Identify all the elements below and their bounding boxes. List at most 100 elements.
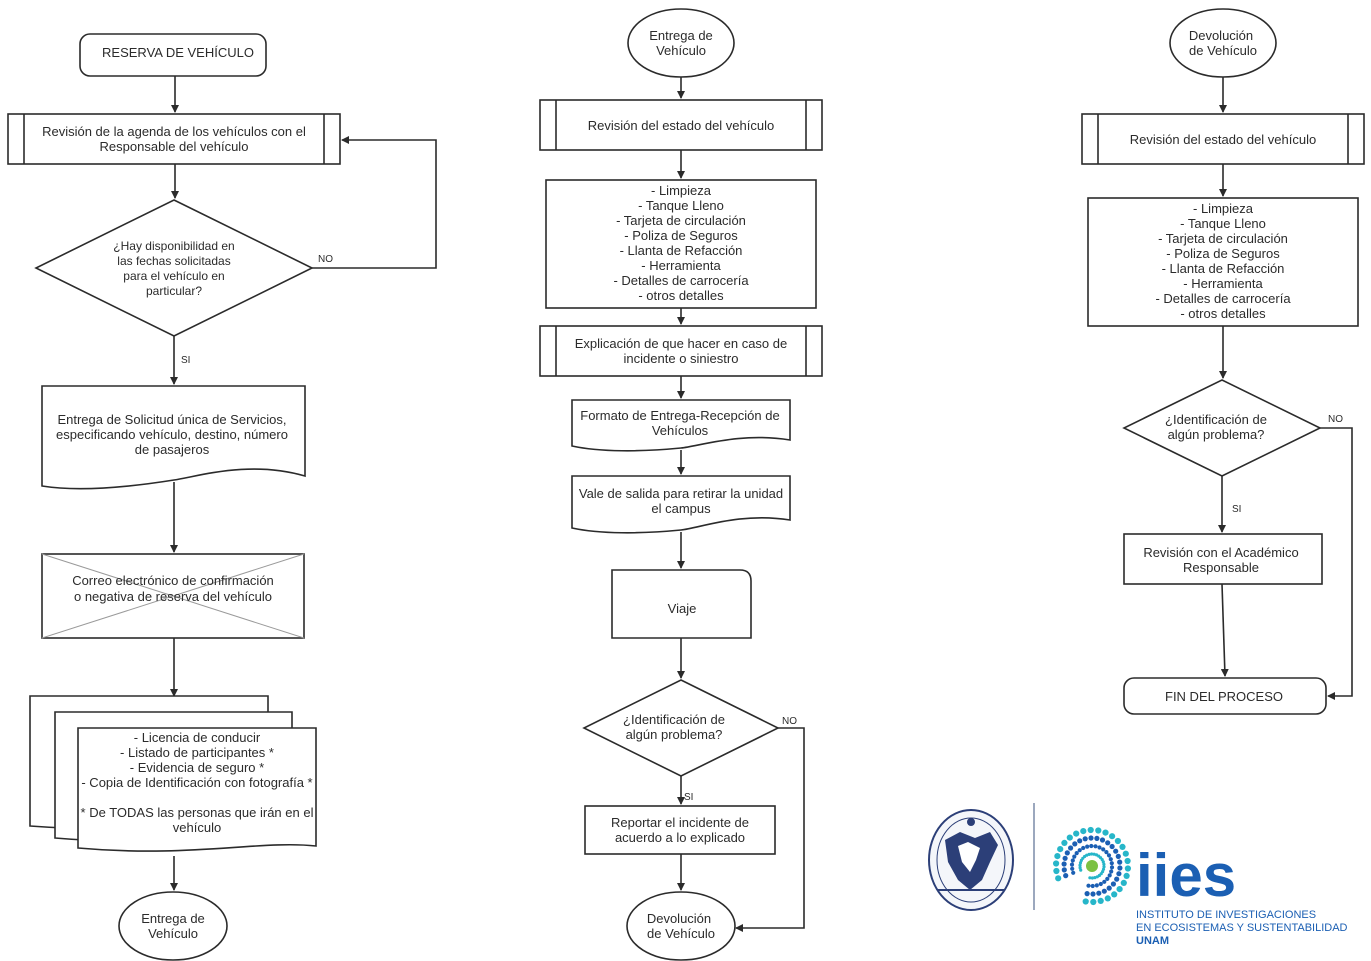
iies-burst-dot xyxy=(1070,858,1075,863)
iies-burst-dot xyxy=(1109,865,1115,870)
col3-check-5: - Llanta de Refacción xyxy=(1162,261,1285,276)
col1-start-terminator: RESERVA DE VEHÍCULO xyxy=(79,33,267,77)
iies-burst-dot xyxy=(1097,897,1104,905)
col2-decision-line2: algún problema? xyxy=(626,727,723,742)
iies-burst-dot xyxy=(1114,837,1121,845)
col3-start-line2: de Vehículo xyxy=(1189,43,1257,58)
iies-burst-dot xyxy=(1101,847,1106,852)
col3-check-6: - Herramienta xyxy=(1183,276,1263,291)
col1-docs-line7: vehículo xyxy=(173,820,221,835)
col3-check-7: - Detalles de carrocería xyxy=(1155,291,1291,306)
iies-burst-dot xyxy=(1094,835,1100,842)
col3-end-text: FIN DEL PROCESO xyxy=(1165,689,1283,704)
iies-burst-dot xyxy=(1093,876,1097,880)
iies-line1: INSTITUTO DE INVESTIGACIONES xyxy=(1136,909,1316,921)
col1-decision-line1: ¿Hay disponibilidad en xyxy=(113,239,234,253)
col3-arrow-5 xyxy=(1220,583,1229,677)
iies-burst-center xyxy=(1086,860,1098,872)
col2-decision-line1: ¿Identificación de xyxy=(623,712,725,727)
col3-check-1: - Limpieza xyxy=(1193,201,1254,216)
col2-end-line1: Devolución xyxy=(647,911,711,926)
col1-revision-line1: Revisión de la agenda de los vehículos c… xyxy=(42,124,306,139)
col3-check-2: - Tanque Lleno xyxy=(1180,216,1266,231)
col3-check-8: - otros detalles xyxy=(1180,306,1266,321)
col2-formato-line2: Vehículos xyxy=(652,423,709,438)
col2-check-6: - Herramienta xyxy=(641,258,721,273)
col3-start-line1: Devolución xyxy=(1189,28,1253,43)
col3-si-label: SI xyxy=(1232,504,1241,515)
iies-burst-dot xyxy=(1090,898,1097,906)
iies-brand-text: iies xyxy=(1136,842,1236,909)
col1-decision-line3: para el vehículo en xyxy=(123,269,224,283)
col2-formato-document: Formato de Entrega-Recepción de Vehículo… xyxy=(571,399,791,452)
iies-burst-dot xyxy=(1053,867,1060,875)
col3-no-label: NO xyxy=(1328,414,1343,425)
col2-explicacion-process: Explicación de que hacer en caso de inci… xyxy=(539,325,823,377)
iies-burst-dot xyxy=(1072,841,1078,847)
iies-burst-dot xyxy=(1109,869,1114,874)
iies-line2: EN ECOSISTEMAS Y SUSTENTABILIDAD xyxy=(1136,922,1348,934)
iies-burst-dot xyxy=(1120,879,1127,887)
col1-docs-line6: * De TODAS las personas que irán en el xyxy=(81,805,314,820)
iies-burst-dot xyxy=(1080,828,1087,835)
iies-burst-dot xyxy=(1113,848,1119,854)
col2-problem-decision: ¿Identificación de algún problema? xyxy=(582,679,780,777)
col2-check-2: - Tanque Lleno xyxy=(638,198,724,213)
col1-si-label: SI xyxy=(181,355,190,366)
iies-burst-dot xyxy=(1078,866,1082,870)
col1-end-line1: Entrega de xyxy=(141,911,205,926)
col2-end-circle: Devolución de Vehículo xyxy=(626,891,736,961)
iies-burst-dot xyxy=(1078,863,1082,867)
col1-solicitud-document: Entrega de Solicitud única de Servicios,… xyxy=(41,385,306,490)
iies-burst-dot xyxy=(1054,853,1061,860)
iies-burst-dot xyxy=(1122,850,1129,857)
iies-burst-dot xyxy=(1085,844,1090,849)
col3-problem-decision: ¿Identificación de algún problema? xyxy=(1122,379,1322,477)
iies-burst-dot xyxy=(1061,839,1068,847)
iies-burst-dot xyxy=(1102,879,1107,884)
iies-burst-dot xyxy=(1090,891,1096,897)
iies-burst-dot xyxy=(1104,850,1109,855)
iies-burst-dot xyxy=(1102,865,1106,869)
iies-burst-dot xyxy=(1071,870,1076,875)
iies-burst-dot xyxy=(1109,861,1114,866)
col1-docs-line4: - Copia de Identificación con fotografía… xyxy=(81,775,312,790)
iies-burst-dot xyxy=(1066,834,1073,841)
iies-burst-dot xyxy=(1072,854,1077,859)
iies-burst-dot xyxy=(1092,852,1096,856)
iies-burst-dot xyxy=(1053,860,1060,867)
iies-burst-dot xyxy=(1088,835,1094,841)
iies-burst-dot xyxy=(1087,826,1094,834)
iies-burst-dot xyxy=(1106,853,1112,858)
iies-burst-dot xyxy=(1105,876,1110,882)
col2-start-line2: Vehículo xyxy=(656,43,706,58)
col2-start-circle: Entrega de Vehículo xyxy=(627,8,735,78)
col2-vale-document: Vale de salida para retirar la unidad el… xyxy=(571,475,791,534)
col1-revision-process: Revisión de la agenda de los vehículos c… xyxy=(7,113,341,165)
col2-reporte-box: Reportar el incidente de acuerdo a lo ex… xyxy=(584,805,776,855)
iies-burst-dot xyxy=(1093,844,1098,849)
iies-burst-dot xyxy=(1090,876,1094,880)
col1-no-label: NO xyxy=(318,254,333,265)
col1-availability-decision: ¿Hay disponibilidad en las fechas solici… xyxy=(34,199,314,337)
col3-academico-box: Revisión con el Académico Responsable xyxy=(1123,533,1323,585)
col2-explicacion-line1: Explicación de que hacer en caso de xyxy=(575,336,787,351)
col1-decision-line2: las fechas solicitadas xyxy=(117,254,230,268)
iies-burst-dot xyxy=(1109,843,1115,850)
col2-revision-process: Revisión del estado del vehículo xyxy=(539,99,823,151)
iies-burst-dot xyxy=(1117,859,1123,865)
col1-correo-box: Correo electrónico de confirmación o neg… xyxy=(41,553,305,639)
iies-burst-dot xyxy=(1116,871,1122,877)
iies-burst-dot xyxy=(1117,865,1123,871)
col2-check-8: - otros detalles xyxy=(638,288,724,303)
col1-docs-line3: - Evidencia de seguro * xyxy=(130,760,264,775)
col3-no-arrow xyxy=(1320,427,1353,700)
iies-burst-dot xyxy=(1082,836,1088,842)
col2-end-line2: de Vehículo xyxy=(647,926,715,941)
iies-burst-dot xyxy=(1062,855,1068,861)
col3-check-4: - Poliza de Seguros xyxy=(1166,246,1280,261)
iies-burst-dot xyxy=(1098,881,1103,887)
iies-burst-dot xyxy=(1095,827,1102,834)
col2-reporte-line2: acuerdo a lo explicado xyxy=(615,830,745,845)
